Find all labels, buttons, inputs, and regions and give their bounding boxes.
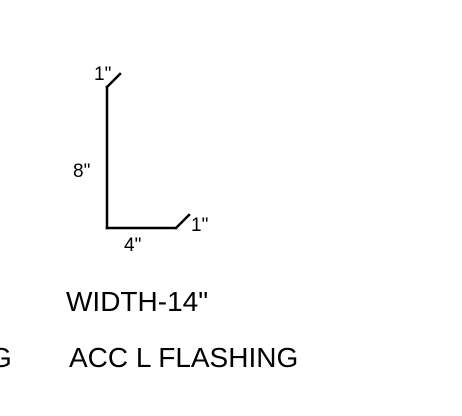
profile-bottom-return-line — [174, 213, 191, 230]
bottom-leg-dimension-label: 4" — [124, 235, 141, 256]
bottom-return-dimension-label: 1" — [191, 215, 208, 236]
profile-top-return-line — [105, 72, 122, 89]
top-return-dimension-label: 1" — [94, 64, 111, 85]
vertical-leg-dimension-label: 8" — [73, 161, 90, 182]
cut-off-left-text: G — [0, 342, 12, 373]
width-caption: WIDTH-14" — [66, 286, 209, 317]
part-name-caption: ACC L FLASHING — [69, 342, 299, 373]
